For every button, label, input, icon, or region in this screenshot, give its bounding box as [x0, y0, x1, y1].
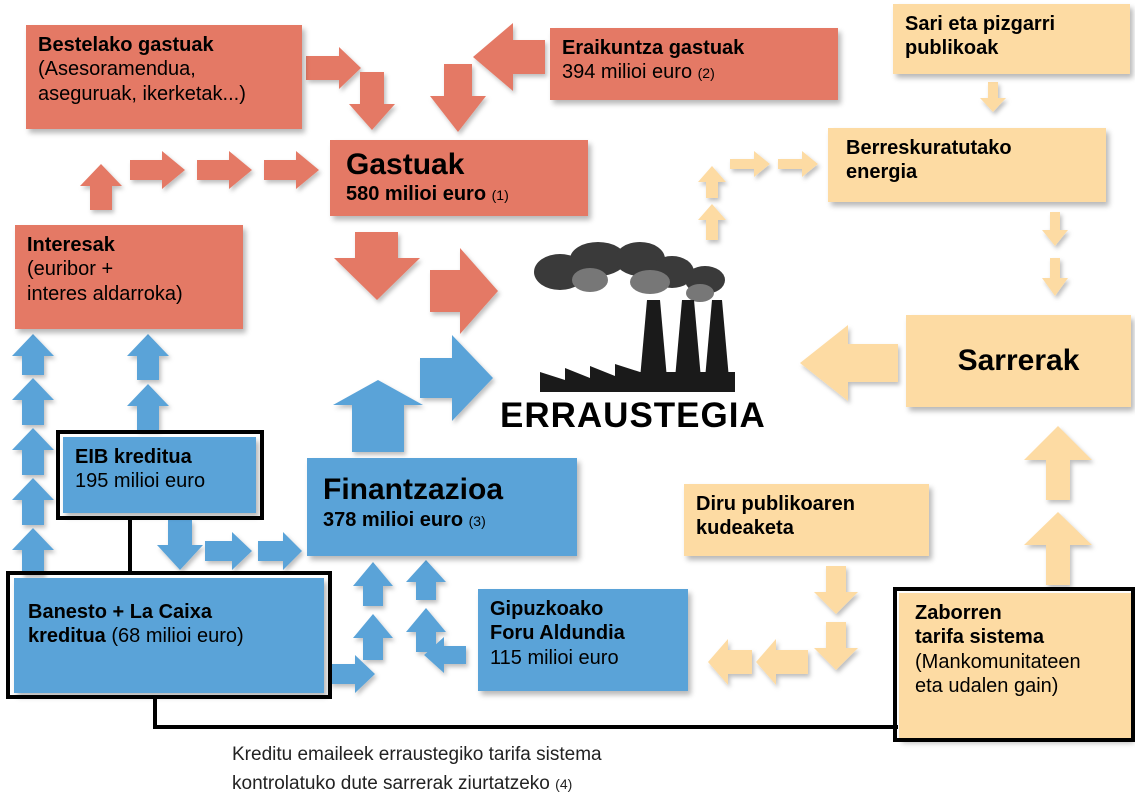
eib-value: 195 milioi euro [75, 470, 206, 493]
banesto-line1: Banesto + La Caixa [28, 601, 212, 623]
banesto-line2-bold: kreditua [28, 625, 106, 648]
caption-line1: Kreditu emaileek erraustegiko tarifa sis… [232, 744, 602, 765]
interesak-title: Interesak [27, 234, 115, 256]
box-sarrerak: Sarrerak [906, 315, 1131, 407]
box-zaborren-tarifa-sistema: Zaborren tarifa sistema (Mankomunitateen… [899, 593, 1131, 739]
finantzazioa-title: Finantzazioa [323, 473, 504, 506]
box-interesak: Interesak (euribor + interes aldarroka) [15, 225, 243, 329]
berreskuratutako-line1: Berreskuratutako [846, 137, 1012, 159]
connector-lines [128, 517, 898, 729]
eraikuntza-title: Eraikuntza gastuak [562, 37, 745, 59]
caption: Kreditu emaileek erraustegiko tarifa sis… [232, 740, 602, 799]
frame-banesto [6, 571, 332, 699]
frame-zaborren [893, 587, 1135, 742]
box-gipuzkoako-foru-aldundia: Gipuzkoako Foru Aldundia 115 milioi euro [478, 589, 688, 691]
eib-title: EIB kreditua [75, 446, 192, 468]
factory-icon [534, 242, 735, 392]
berreskuratutako-line2: energia [846, 161, 918, 184]
zaborren-line1: Zaborren [915, 602, 1002, 624]
zaborren-line3: (Mankomunitateen [915, 650, 1081, 673]
zaborren-line2: tarifa sistema [915, 626, 1044, 649]
finantzazioa-value: 378 milioi euro [323, 509, 464, 531]
gastuak-title: Gastuak [346, 148, 465, 181]
box-sari-pizgarri: Sari eta pizgarri publikoak [893, 4, 1130, 74]
gastuak-note: (1) [491, 187, 509, 203]
bestelako-title: Bestelako gastuak [38, 34, 214, 56]
gipuzkoako-line2: Foru Aldundia [490, 622, 625, 645]
interesak-line1: (euribor + [27, 258, 114, 281]
box-gastuak: Gastuak 580 milioi euro (1) [330, 140, 588, 216]
gastuak-value: 580 milioi euro [346, 183, 487, 205]
income-arrows [698, 82, 1092, 685]
box-finantzazioa: Finantzazioa 378 milioi euro (3) [307, 458, 577, 556]
expense-arrows [80, 23, 545, 334]
bestelako-line1: (Asesoramendua, [38, 58, 196, 81]
box-eraikuntza-gastuak: Eraikuntza gastuak 394 milioi euro (2) [550, 28, 838, 100]
banesto-line2-rest: (68 milioi euro) [111, 625, 244, 648]
box-eib-kreditua: EIB kreditua 195 milioi euro [63, 437, 256, 513]
sari-line2: publikoak [905, 37, 999, 60]
eraikuntza-note: (2) [697, 65, 715, 82]
box-banesto-la-caixa: Banesto + La Caixa kreditua (68 milioi e… [14, 578, 324, 693]
bestelako-line2: aseguruak, ikerketak...) [38, 82, 246, 105]
caption-note: (4) [555, 776, 573, 792]
sari-line1: Sari eta pizgarri [905, 13, 1056, 35]
box-diru-publikoaren-kudeaketa: Diru publikoaren kudeaketa [684, 484, 929, 556]
finance-arrows [12, 334, 493, 693]
zaborren-line4: eta udalen gain) [915, 675, 1059, 698]
diru-line2: kudeaketa [696, 517, 794, 540]
gipuzkoako-line1: Gipuzkoako [490, 598, 604, 620]
box-bestelako-gastuak: Bestelako gastuak (Asesoramendua, asegur… [26, 25, 302, 129]
box-berreskuratutako-energia: Berreskuratutako energia [828, 128, 1106, 202]
plant-label: ERRAUSTEGIA [500, 396, 766, 435]
eraikuntza-value: 394 milioi euro [562, 61, 693, 84]
gipuzkoako-value: 115 milioi euro [490, 646, 619, 669]
interesak-line2: interes aldarroka) [27, 282, 183, 305]
diru-line1: Diru publikoaren [696, 493, 855, 515]
finantzazioa-note: (3) [468, 513, 486, 529]
caption-line2: kontrolatuko dute sarrerak ziurtatzeko [232, 773, 550, 794]
frame-eib [56, 430, 264, 520]
sarrerak-title: Sarrerak [957, 343, 1080, 377]
